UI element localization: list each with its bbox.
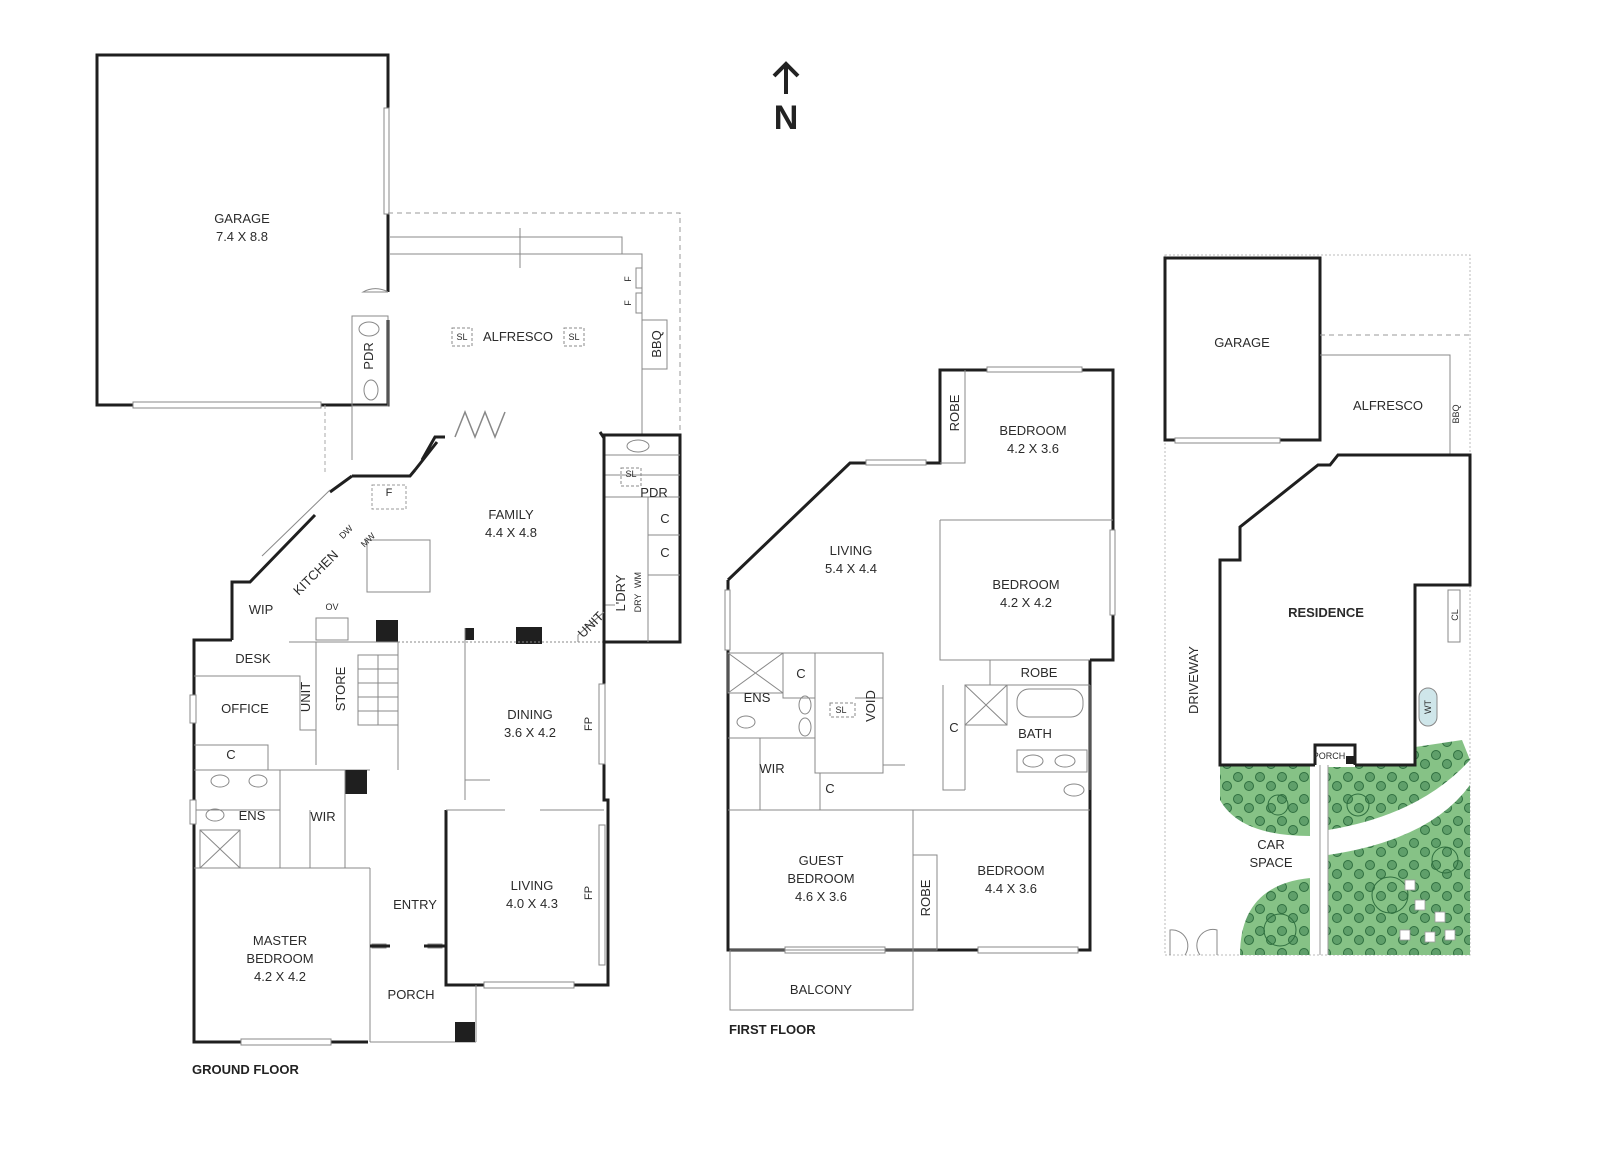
fireplace-label: FP [583,885,595,901]
room-name: DINING [507,707,553,722]
room-name: GARAGE [214,211,270,226]
skylight-label: SL [835,705,847,715]
room-entry: ENTRY [393,897,437,912]
desk-label: DESK [235,651,271,666]
room-dimensions: 4.2 X 4.2 [253,969,307,984]
skylight-label: SL [456,332,468,342]
cupboard-label: C [660,511,670,526]
room-family: FAMILY 4.4 X 4.8 [485,506,537,542]
robe-label: ROBE [947,394,962,432]
site-water-tank: WT [1423,700,1433,714]
room-master-bedroom: MASTER BEDROOM 4.2 X 4.2 [246,932,313,986]
site-residence: RESIDENCE [1288,605,1364,620]
robe-label: ROBE [1020,665,1058,680]
room-name: LIVING [510,878,554,893]
dryer-label: DRY [633,593,643,613]
room-office: OFFICE [221,701,269,716]
site-driveway: DRIVEWAY [1186,646,1201,714]
room-porch: PORCH [387,987,435,1002]
room-dimensions: 7.4 X 8.8 [215,229,269,244]
cupboard-label: C [226,747,236,762]
room-dimensions: 5.4 X 4.4 [824,561,878,576]
room-name: LIVING [829,543,873,558]
room-living-first: LIVING 5.4 X 4.4 [825,542,877,578]
site-clothesline: CL [1450,609,1460,621]
room-name: BEDROOM [992,577,1060,592]
void-label: VOID [863,690,878,722]
room-walk-in-robe-first: WIR [759,761,785,776]
room-dining: DINING 3.6 X 4.2 [504,706,556,742]
room-name: FAMILY [488,507,534,522]
site-porch: PORCH [1312,751,1346,761]
room-laundry: L'DRY [613,574,628,612]
skylight-label: SL [625,469,637,479]
cupboard-label: C [949,720,959,735]
site-bbq: BBQ [1451,404,1461,424]
fridge-label: F [385,487,393,499]
cupboard-label: C [796,666,806,681]
north-compass: N [770,60,802,135]
room-bedroom-1: BEDROOM 4.2 X 3.6 [999,422,1066,458]
ground-floor-title: GROUND FLOOR [192,1062,299,1077]
oven-label: OV [325,602,339,612]
skylight-label: SL [568,332,580,342]
room-name: GUEST [798,853,844,868]
site-garage: GARAGE [1214,335,1270,350]
room-powder-room-garage: PDR [361,342,376,370]
site-alfresco: ALFRESCO [1352,398,1424,413]
room-dimensions: 4.2 X 3.6 [1006,441,1060,456]
room-bedroom-3: BEDROOM 4.4 X 3.6 [977,862,1044,898]
room-dimensions: 4.4 X 4.8 [484,525,538,540]
room-living: LIVING 4.0 X 4.3 [506,877,558,913]
first-floor-title: FIRST FLOOR [729,1022,816,1037]
room-name: CAR [1257,837,1285,852]
room-dimensions: 4.4 X 3.6 [984,881,1038,896]
room-name: MASTER [252,933,308,948]
room-store: STORE [333,666,348,712]
washing-machine-label: WM [633,572,643,588]
cupboard-label: C [825,781,835,796]
room-name: BEDROOM [977,863,1045,878]
fridge-label: F [623,300,633,306]
room-name: BEDROOM [999,423,1067,438]
north-arrow-icon [772,61,800,94]
robe-label: ROBE [918,879,933,917]
room-bedroom-2: BEDROOM 4.2 X 4.2 [992,576,1059,612]
room-walk-in-pantry: WIP [248,602,274,617]
room-dimensions: 3.6 X 4.2 [503,725,557,740]
cupboard-label: C [660,545,670,560]
room-ensuite-first: ENS [743,690,771,705]
unit-label: UNIT [298,681,313,713]
site-plan [1163,254,1472,956]
room-dimensions: 4.0 X 4.3 [505,896,559,911]
room-dimensions: 4.6 X 3.6 [794,889,848,904]
fridge-label: F [623,276,633,282]
room-name: SPACE [1249,855,1293,870]
room-balcony: BALCONY [789,982,853,997]
room-name: BEDROOM [246,951,314,966]
room-guest-bedroom: GUEST BEDROOM 4.6 X 3.6 [787,852,854,906]
room-name: BEDROOM [787,871,855,886]
ground-floor-plan [95,53,682,1046]
site-car-space: CAR SPACE [1249,836,1292,872]
room-powder-room: PDR [640,485,668,500]
room-ensuite: ENS [238,808,266,823]
north-label: N [773,99,799,137]
room-walk-in-robe: WIR [310,809,336,824]
room-alfresco: ALFRESCO [482,329,554,344]
fireplace-label: FP [583,716,595,732]
first-floor-plan [724,366,1116,1011]
room-bath: BATH [1018,726,1052,741]
room-dimensions: 4.2 X 4.2 [999,595,1053,610]
room-garage: GARAGE 7.4 X 8.8 [214,210,270,246]
bbq-label: BBQ [649,330,664,358]
